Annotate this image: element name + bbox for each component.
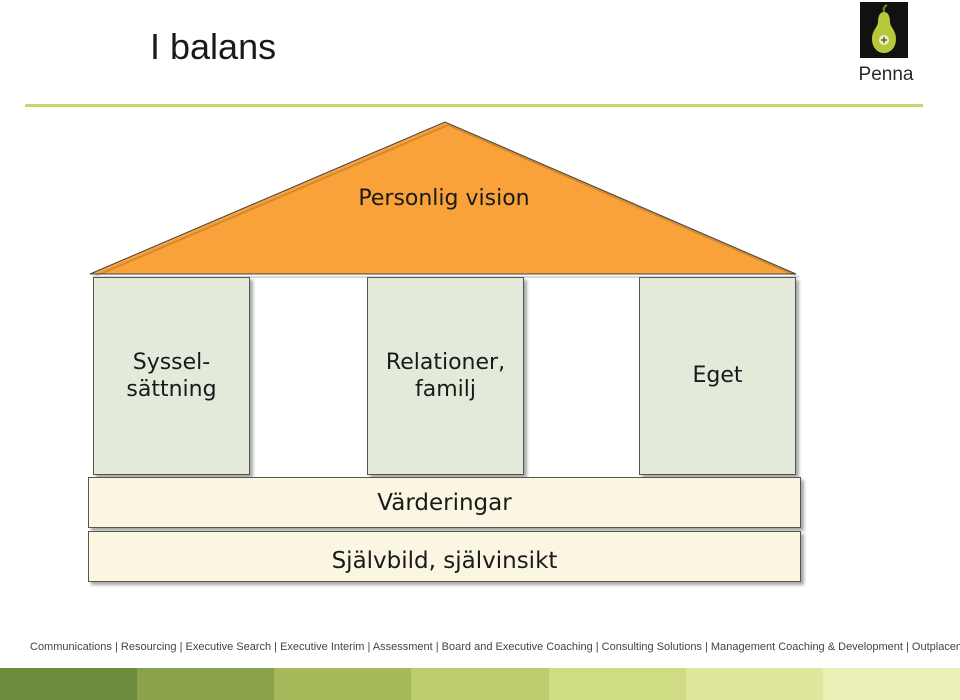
roof-label: Personlig vision: [358, 186, 530, 211]
stripe: [411, 668, 549, 700]
pillar-syssel: Syssel- sättning: [93, 277, 250, 475]
stripe: [685, 668, 823, 700]
pillar-relationer: Relationer, familj: [367, 277, 524, 475]
header-divider: [25, 104, 923, 107]
logo-wordmark: Penna: [858, 64, 914, 85]
pillar-label: Eget: [692, 363, 743, 389]
stripe: [274, 668, 412, 700]
stripe: [548, 668, 686, 700]
page-title: I balans: [150, 26, 277, 67]
penna-logo: Penna: [858, 2, 914, 90]
footer-services: Communications | Resourcing | Executive …: [30, 641, 960, 653]
foundation-label: Värderingar: [377, 489, 512, 516]
pillar-label: familj: [415, 377, 476, 402]
pillar-label: Syssel-: [132, 349, 211, 375]
foundation-sjalvbild: Självbild, självinsikt: [88, 531, 801, 582]
stripe: [137, 668, 275, 700]
pear-logo-icon: [860, 2, 908, 58]
pillar-eget: Eget: [639, 277, 796, 475]
footer-color-stripes: [0, 668, 960, 700]
stripe: [0, 668, 138, 700]
foundation-varderingar: Värderingar: [88, 477, 801, 528]
foundation-label: Självbild, självinsikt: [331, 547, 558, 574]
pillar-label: Relationer,: [385, 349, 506, 375]
pillar-label: sättning: [126, 377, 217, 402]
stripe: [822, 668, 960, 700]
